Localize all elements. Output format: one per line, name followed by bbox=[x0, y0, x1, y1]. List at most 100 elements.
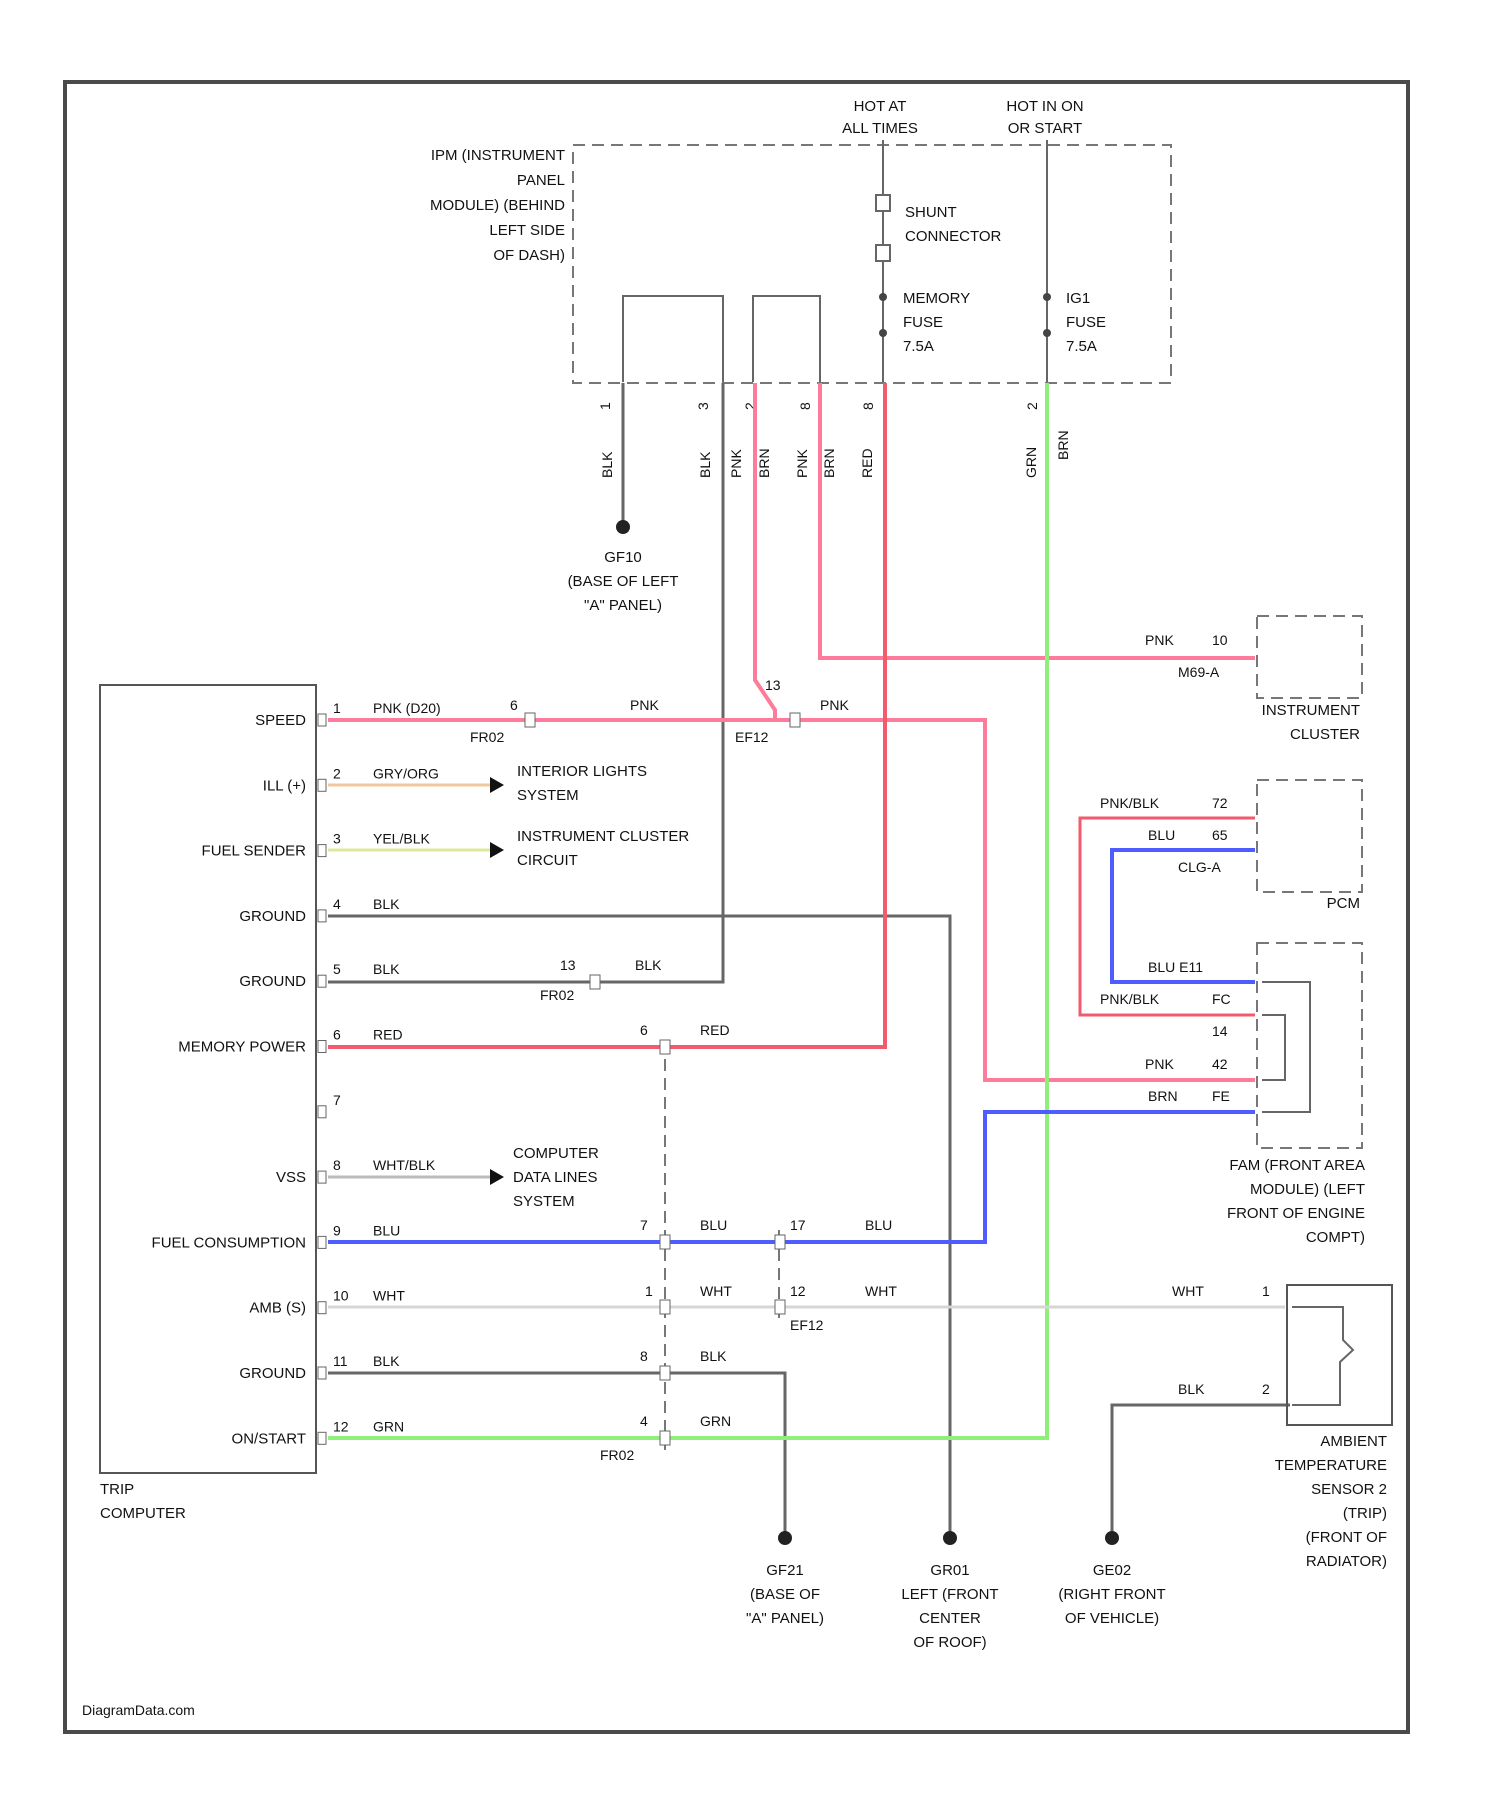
ref-instrument-cluster-2: CIRCUIT bbox=[517, 852, 578, 869]
svg-text:(FRONT OF: (FRONT OF bbox=[1306, 1529, 1387, 1546]
trip-pin-label: GROUND bbox=[239, 1365, 306, 1382]
blk-label-2: BLK bbox=[635, 957, 662, 973]
pcm-label: PCM bbox=[1327, 895, 1360, 912]
pnk-label-b: PNK bbox=[820, 697, 849, 713]
trip-pin-terminal-icon bbox=[318, 975, 326, 987]
pcm-box bbox=[1257, 780, 1362, 892]
cluster-label: INSTRUMENT bbox=[1262, 702, 1360, 719]
svg-text:BLK: BLK bbox=[599, 451, 615, 478]
ref-computer-data-3: SYSTEM bbox=[513, 1193, 575, 1210]
svg-text:1: 1 bbox=[597, 402, 613, 410]
fam-wire-4: PNK bbox=[1145, 1056, 1174, 1072]
trip-pin-terminal-icon bbox=[318, 1302, 326, 1314]
connector-fr02-speed bbox=[525, 713, 535, 727]
svg-text:PANEL: PANEL bbox=[517, 172, 565, 189]
fam-pin-2: FC bbox=[1212, 991, 1231, 1007]
connector-fr02-memory bbox=[660, 1040, 670, 1054]
ge02-label-2: (RIGHT FRONT bbox=[1058, 1586, 1165, 1603]
trip-pin-wire: GRN bbox=[373, 1418, 404, 1434]
cluster-pin: 10 bbox=[1212, 632, 1228, 648]
svg-text:(TRIP): (TRIP) bbox=[1343, 1505, 1387, 1522]
pnk-label-a: PNK bbox=[630, 697, 659, 713]
ign-fuse-icon-b bbox=[1043, 329, 1051, 337]
trip-pin-terminal-icon bbox=[318, 845, 326, 857]
fam-internal-links bbox=[1262, 982, 1310, 1112]
trip-pin-terminal-icon bbox=[318, 1171, 326, 1183]
trip-pin-row: 7 bbox=[318, 1092, 341, 1118]
trip-pin-wire: RED bbox=[373, 1027, 403, 1043]
trip-computer-label-2: COMPUTER bbox=[100, 1505, 186, 1522]
cluster-label-2: CLUSTER bbox=[1290, 726, 1360, 743]
trip-pin-wire: WHT bbox=[373, 1288, 405, 1304]
trip-pin-terminal-icon bbox=[318, 1432, 326, 1444]
trip-pin-wire: GRY/ORG bbox=[373, 765, 439, 781]
ipm-speed-loop bbox=[753, 296, 820, 382]
trip-pin-label: FUEL SENDER bbox=[202, 843, 307, 860]
gf10-label: GF10 bbox=[604, 549, 642, 566]
thermistor-icon bbox=[1292, 1307, 1353, 1405]
ef-amb-pin-num: 12 bbox=[790, 1283, 806, 1299]
trip-pin-number: 11 bbox=[333, 1353, 348, 1369]
wht-label-3: WHT bbox=[865, 1283, 897, 1299]
trip-pin-label: ON/START bbox=[232, 1430, 306, 1447]
svg-text:MODULE) (LEFT: MODULE) (LEFT bbox=[1250, 1181, 1365, 1198]
svg-text:BRN: BRN bbox=[1055, 430, 1071, 460]
svg-text:OF DASH): OF DASH) bbox=[493, 247, 565, 264]
wire-speed-fam bbox=[795, 720, 1255, 1080]
trip-pin-label: SPEED bbox=[255, 712, 306, 729]
ef12-label-1: EF12 bbox=[735, 729, 769, 745]
svg-text:MODULE) (BEHIND: MODULE) (BEHIND bbox=[430, 197, 565, 214]
trip-computer-label: TRIP bbox=[100, 1481, 134, 1498]
svg-text:FRONT OF ENGINE: FRONT OF ENGINE bbox=[1227, 1205, 1365, 1222]
trip-pin-row: MEMORY POWER6RED bbox=[178, 1027, 402, 1056]
shunt-label: SHUNT bbox=[905, 204, 957, 221]
trip-pin-wire: PNK (D20) bbox=[373, 700, 441, 716]
trip-pin-wire: BLK bbox=[373, 961, 400, 977]
pcm-wire-2: BLU bbox=[1148, 827, 1175, 843]
gf21-label-3: "A" PANEL) bbox=[746, 1610, 824, 1627]
sensor-wire-1: WHT bbox=[1172, 1283, 1204, 1299]
ground-labels: GF10 (BASE OF LEFT "A" PANEL) GF21 (BASE… bbox=[568, 549, 1166, 1651]
svg-text:RED: RED bbox=[859, 448, 875, 478]
ground-gf21-icon bbox=[778, 1531, 792, 1545]
svg-text:AMBIENT: AMBIENT bbox=[1320, 1433, 1387, 1450]
trip-pin-number: 9 bbox=[333, 1222, 341, 1238]
fr02-label-2: FR02 bbox=[540, 987, 574, 1003]
trip-pin-terminal-icon bbox=[318, 714, 326, 726]
blu-label-3: BLU bbox=[865, 1217, 892, 1233]
trip-pin-label: ILL (+) bbox=[263, 777, 306, 794]
connector-fr02-fuel bbox=[660, 1235, 670, 1249]
pcm-conn: CLG-A bbox=[1178, 859, 1221, 875]
wire-on-start bbox=[328, 383, 1047, 1438]
connector-ef12-amb bbox=[775, 1300, 785, 1314]
pcm-wire-1: PNK/BLK bbox=[1100, 795, 1160, 811]
trip-pin-number: 7 bbox=[333, 1092, 341, 1108]
trip-pin-terminal-icon bbox=[318, 910, 326, 922]
connector-ef12-speed bbox=[790, 713, 800, 727]
svg-text:8: 8 bbox=[860, 402, 876, 410]
blu-label-2: BLU bbox=[700, 1217, 727, 1233]
trip-pin-label: AMB (S) bbox=[249, 1300, 306, 1317]
trip-pin-label: GROUND bbox=[239, 908, 306, 925]
svg-text:IPM (INSTRUMENT: IPM (INSTRUMENT bbox=[431, 147, 565, 164]
svg-text:BRN: BRN bbox=[756, 448, 772, 478]
ref-interior-lights-2: SYSTEM bbox=[517, 787, 579, 804]
ge02-label-3: OF VEHICLE) bbox=[1065, 1610, 1159, 1627]
fam-wire-2: PNK/BLK bbox=[1100, 991, 1160, 1007]
ign-fuse-rating: 7.5A bbox=[1066, 338, 1097, 355]
trip-computer-box bbox=[100, 685, 316, 1473]
ambient-sensor-label: AMBIENT TEMPERATURE SENSOR 2 (TRIP) (FRO… bbox=[1275, 1433, 1387, 1570]
trip-pin-row: GROUND4BLK bbox=[239, 896, 400, 925]
ref-computer-data-2: DATA LINES bbox=[513, 1169, 597, 1186]
svg-text:BRN: BRN bbox=[821, 448, 837, 478]
mem-pin-num: 6 bbox=[640, 1022, 648, 1038]
connector-ef12-fuel bbox=[775, 1235, 785, 1249]
gr01-label: GR01 bbox=[930, 1562, 969, 1579]
trip-pin-wire: WHT/BLK bbox=[373, 1157, 436, 1173]
connector-fr02-amb bbox=[660, 1300, 670, 1314]
trip-pin-number: 8 bbox=[333, 1157, 341, 1173]
ground-gf10-icon bbox=[616, 520, 630, 534]
shunt-label-2: CONNECTOR bbox=[905, 228, 1002, 245]
wht-label-2: WHT bbox=[700, 1283, 732, 1299]
